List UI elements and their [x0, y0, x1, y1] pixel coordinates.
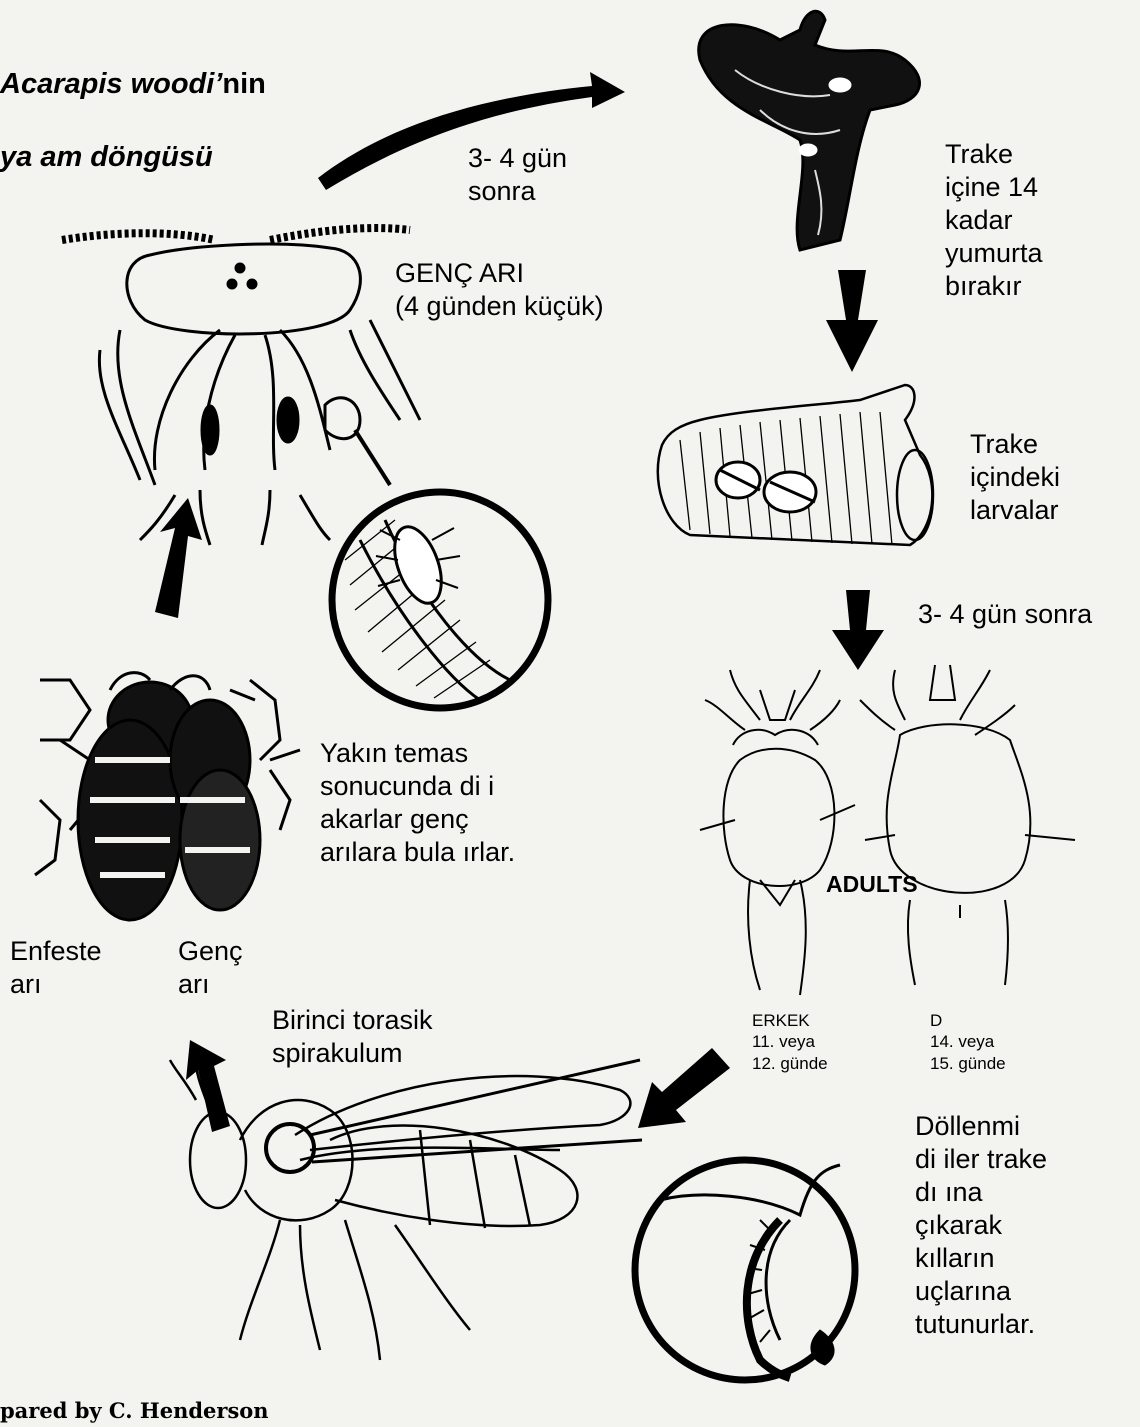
label-trachea-larvae: Trake içindeki larvalar — [970, 428, 1060, 527]
adults-label: ADULTS — [826, 871, 918, 897]
label-close-contact: Yakın temas sonucunda di i akarlar genç … — [320, 737, 515, 869]
label-trachea-eggs: Trake içine 14 kadar yumurta bırakır — [945, 138, 1043, 303]
label-male: ERKEK 11. veya 12. günde — [752, 1010, 828, 1074]
label-fertilized: Döllenmi di iler trake dı ına çıkarak kı… — [915, 1110, 1047, 1341]
label-infested-bee: Enfeste arı — [10, 935, 102, 1001]
page-title: Acarapis woodi’nin ya am döngüsü — [0, 30, 266, 175]
label-young-bee: GENÇ ARI (4 günden küçük) — [395, 257, 604, 323]
label-spiracle: Birinci torasik spirakulum — [272, 1004, 433, 1070]
label-female: D 14. veya 15. günde — [930, 1010, 1006, 1074]
credit-line: pared by C. Henderson — [0, 1398, 269, 1424]
title-line2: ya am döngüsü — [0, 141, 213, 173]
label-young-bee-small: Genç arı — [178, 935, 243, 1001]
label-after-days-top: 3- 4 gün sonra — [468, 142, 567, 208]
label-after-days-mid: 3- 4 gün sonra — [918, 598, 1092, 631]
title-suffix: nin — [222, 68, 266, 100]
title-species: Acarapis woodi’ — [0, 68, 222, 100]
